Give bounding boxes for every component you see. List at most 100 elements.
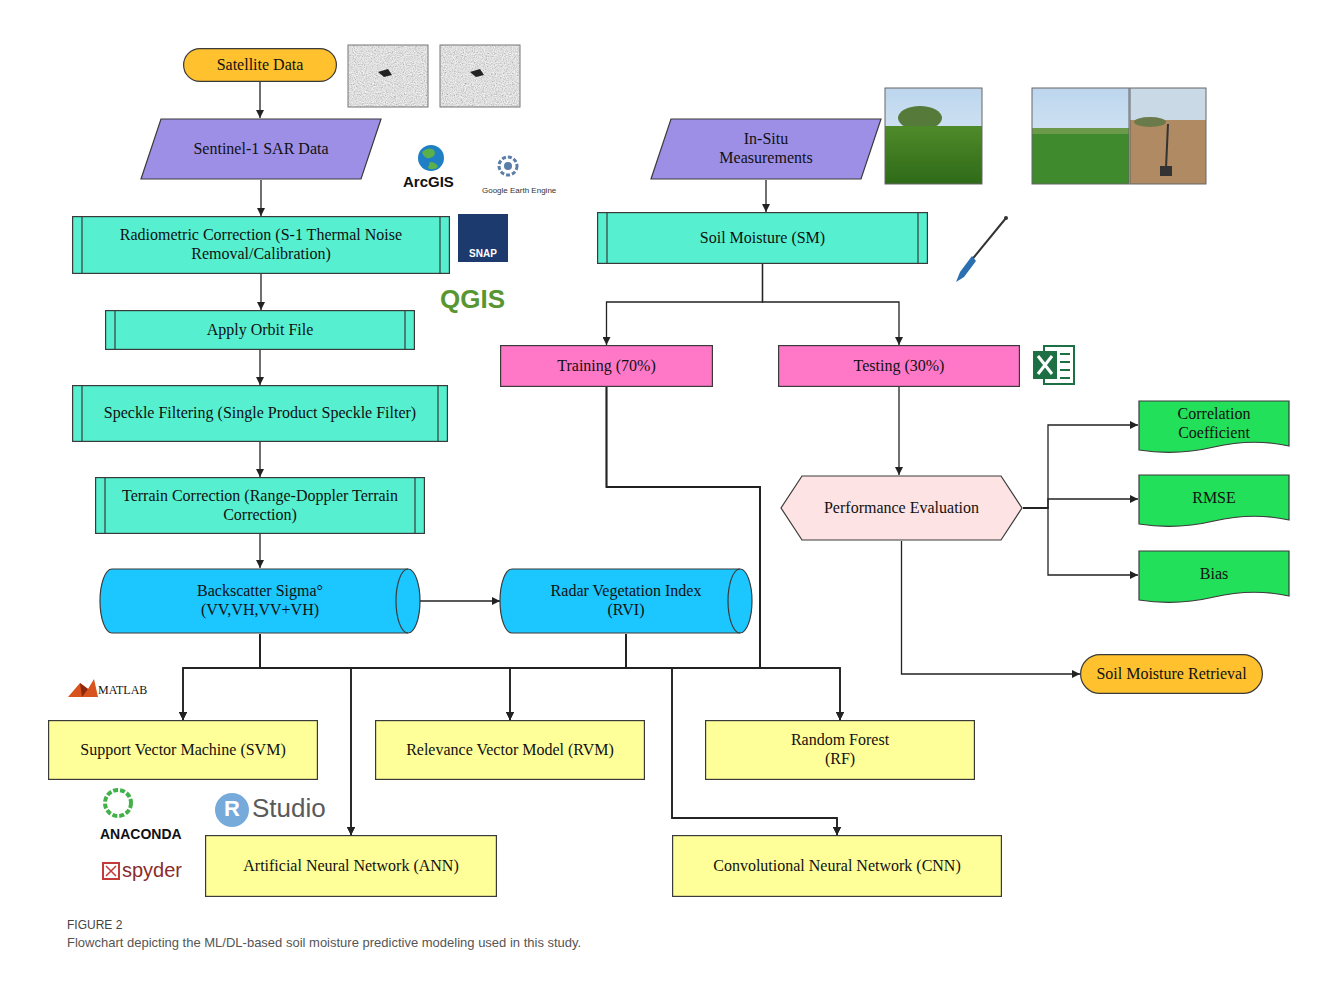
rstudio-logo bbox=[215, 793, 249, 827]
metric-document: RMSE bbox=[1138, 474, 1290, 530]
node-text: Satellite Data bbox=[217, 56, 304, 75]
earth-engine-logo bbox=[499, 157, 517, 175]
sar-image bbox=[440, 45, 520, 107]
evaluation-hexagon: Performance Evaluation bbox=[780, 475, 1023, 541]
arcgis-logo bbox=[418, 145, 444, 171]
process-bar bbox=[114, 311, 115, 349]
connector bbox=[510, 387, 760, 720]
connector bbox=[1023, 499, 1138, 508]
process-box: Radiometric Correction (S-1 Thermal Nois… bbox=[72, 216, 450, 274]
software-label: ArcGIS bbox=[403, 173, 454, 190]
node-text: Speckle Filtering (Single Product Speckl… bbox=[104, 404, 416, 423]
connector bbox=[260, 180, 261, 216]
software-label: ANACONDA bbox=[100, 826, 182, 842]
model-box: Relevance Vector Model (RVM) bbox=[375, 720, 645, 780]
node-text: Training (70%) bbox=[557, 357, 656, 376]
node-shape bbox=[1139, 401, 1289, 452]
connector bbox=[1023, 508, 1138, 575]
cylinder-end bbox=[728, 569, 740, 633]
node-text: Random Forest (RF) bbox=[785, 731, 895, 769]
software-label: SNAP bbox=[458, 214, 508, 262]
node-shape bbox=[598, 213, 928, 264]
node-text: Terrain Correction (Range-Doppler Terrai… bbox=[119, 487, 401, 525]
figure-number: FIGURE 2 bbox=[67, 918, 122, 932]
process-bar bbox=[81, 217, 82, 273]
connector bbox=[259, 350, 260, 385]
connector bbox=[902, 541, 1081, 674]
node-shape bbox=[206, 836, 497, 897]
node-text: Convolutional Neural Network (CNN) bbox=[713, 857, 961, 876]
process-bar bbox=[404, 311, 405, 349]
software-label: R bbox=[224, 796, 240, 822]
connector bbox=[765, 180, 766, 212]
model-box: Artificial Neural Network (ANN) bbox=[205, 835, 497, 897]
node-text: Radar Vegetation Index (RVI) bbox=[540, 582, 712, 620]
connector bbox=[763, 264, 900, 345]
data-parallelogram: Sentinel-1 SAR Data bbox=[140, 118, 382, 180]
software-label: QGIS bbox=[440, 284, 505, 315]
process-box: Apply Orbit File bbox=[105, 310, 415, 350]
node-shape bbox=[184, 49, 337, 82]
soil-probe-icon bbox=[956, 216, 1008, 282]
model-box: Random Forest (RF) bbox=[705, 720, 975, 780]
process-box: Speckle Filtering (Single Product Speckl… bbox=[72, 385, 448, 442]
node-text: Backscatter Sigma°(VV,VH,VV+VH) bbox=[160, 582, 360, 620]
node-text: Sentinel-1 SAR Data bbox=[193, 140, 328, 159]
connector bbox=[510, 634, 626, 720]
data-cylinder: Radar Vegetation Index (RVI) bbox=[500, 568, 752, 634]
soil-photo bbox=[1130, 88, 1206, 184]
node-shape bbox=[100, 569, 420, 633]
model-box: Support Vector Machine (SVM) bbox=[48, 720, 318, 780]
process-bar bbox=[81, 386, 82, 441]
node-shape bbox=[779, 346, 1020, 387]
node-shape bbox=[73, 217, 450, 274]
connector bbox=[259, 442, 260, 477]
end-terminal: Soil Moisture Retrieval bbox=[1080, 654, 1263, 694]
node-shape bbox=[376, 721, 645, 780]
spyder-logo bbox=[103, 863, 119, 879]
cylinder-end bbox=[396, 569, 408, 633]
field-photo bbox=[885, 88, 982, 184]
node-shape bbox=[73, 386, 448, 442]
connector bbox=[1023, 425, 1138, 508]
sar-image bbox=[348, 45, 428, 107]
process-bar bbox=[414, 478, 415, 533]
node-text: RMSE bbox=[1192, 489, 1236, 508]
node-shape bbox=[501, 346, 713, 387]
connector bbox=[420, 600, 500, 601]
start-terminal: Satellite Data bbox=[183, 48, 337, 82]
node-text: Correlation Coefficient bbox=[1150, 405, 1278, 443]
node-shape bbox=[1139, 551, 1289, 602]
node-shape bbox=[49, 721, 318, 780]
node-shape bbox=[106, 311, 415, 350]
software-label: Google Earth Engine bbox=[482, 186, 556, 195]
node-text: Testing (30%) bbox=[854, 357, 945, 376]
caption: Flowchart depicting the ML/DL-based soil… bbox=[67, 935, 581, 950]
metric-document: Bias bbox=[1138, 550, 1290, 606]
node-text: Bias bbox=[1200, 565, 1228, 584]
matlab-logo bbox=[68, 679, 98, 697]
connector bbox=[260, 274, 261, 310]
connector bbox=[626, 634, 840, 720]
node-shape bbox=[1081, 655, 1263, 694]
connector bbox=[183, 634, 260, 720]
process-bar bbox=[917, 213, 918, 263]
connector bbox=[259, 82, 260, 118]
field-photo bbox=[1032, 88, 1129, 184]
connector bbox=[607, 264, 763, 345]
connector bbox=[260, 634, 840, 720]
process-bar bbox=[439, 217, 440, 273]
software-label: MATLAB bbox=[98, 683, 147, 698]
node-text: Apply Orbit File bbox=[207, 321, 314, 340]
node-text: Soil Moisture (SM) bbox=[700, 229, 825, 248]
data-parallelogram: In-Situ Measurements bbox=[650, 118, 882, 180]
node-text: Soil Moisture Retrieval bbox=[1096, 665, 1246, 684]
node-shape bbox=[96, 478, 425, 534]
node-text: Artificial Neural Network (ANN) bbox=[243, 857, 458, 876]
node-text: Performance Evaluation bbox=[824, 499, 979, 518]
node-shape bbox=[651, 119, 881, 179]
process-box: Terrain Correction (Range-Doppler Terrai… bbox=[95, 477, 425, 534]
anaconda-logo bbox=[105, 790, 131, 816]
node-shape bbox=[141, 119, 381, 179]
node-shape bbox=[706, 721, 975, 780]
